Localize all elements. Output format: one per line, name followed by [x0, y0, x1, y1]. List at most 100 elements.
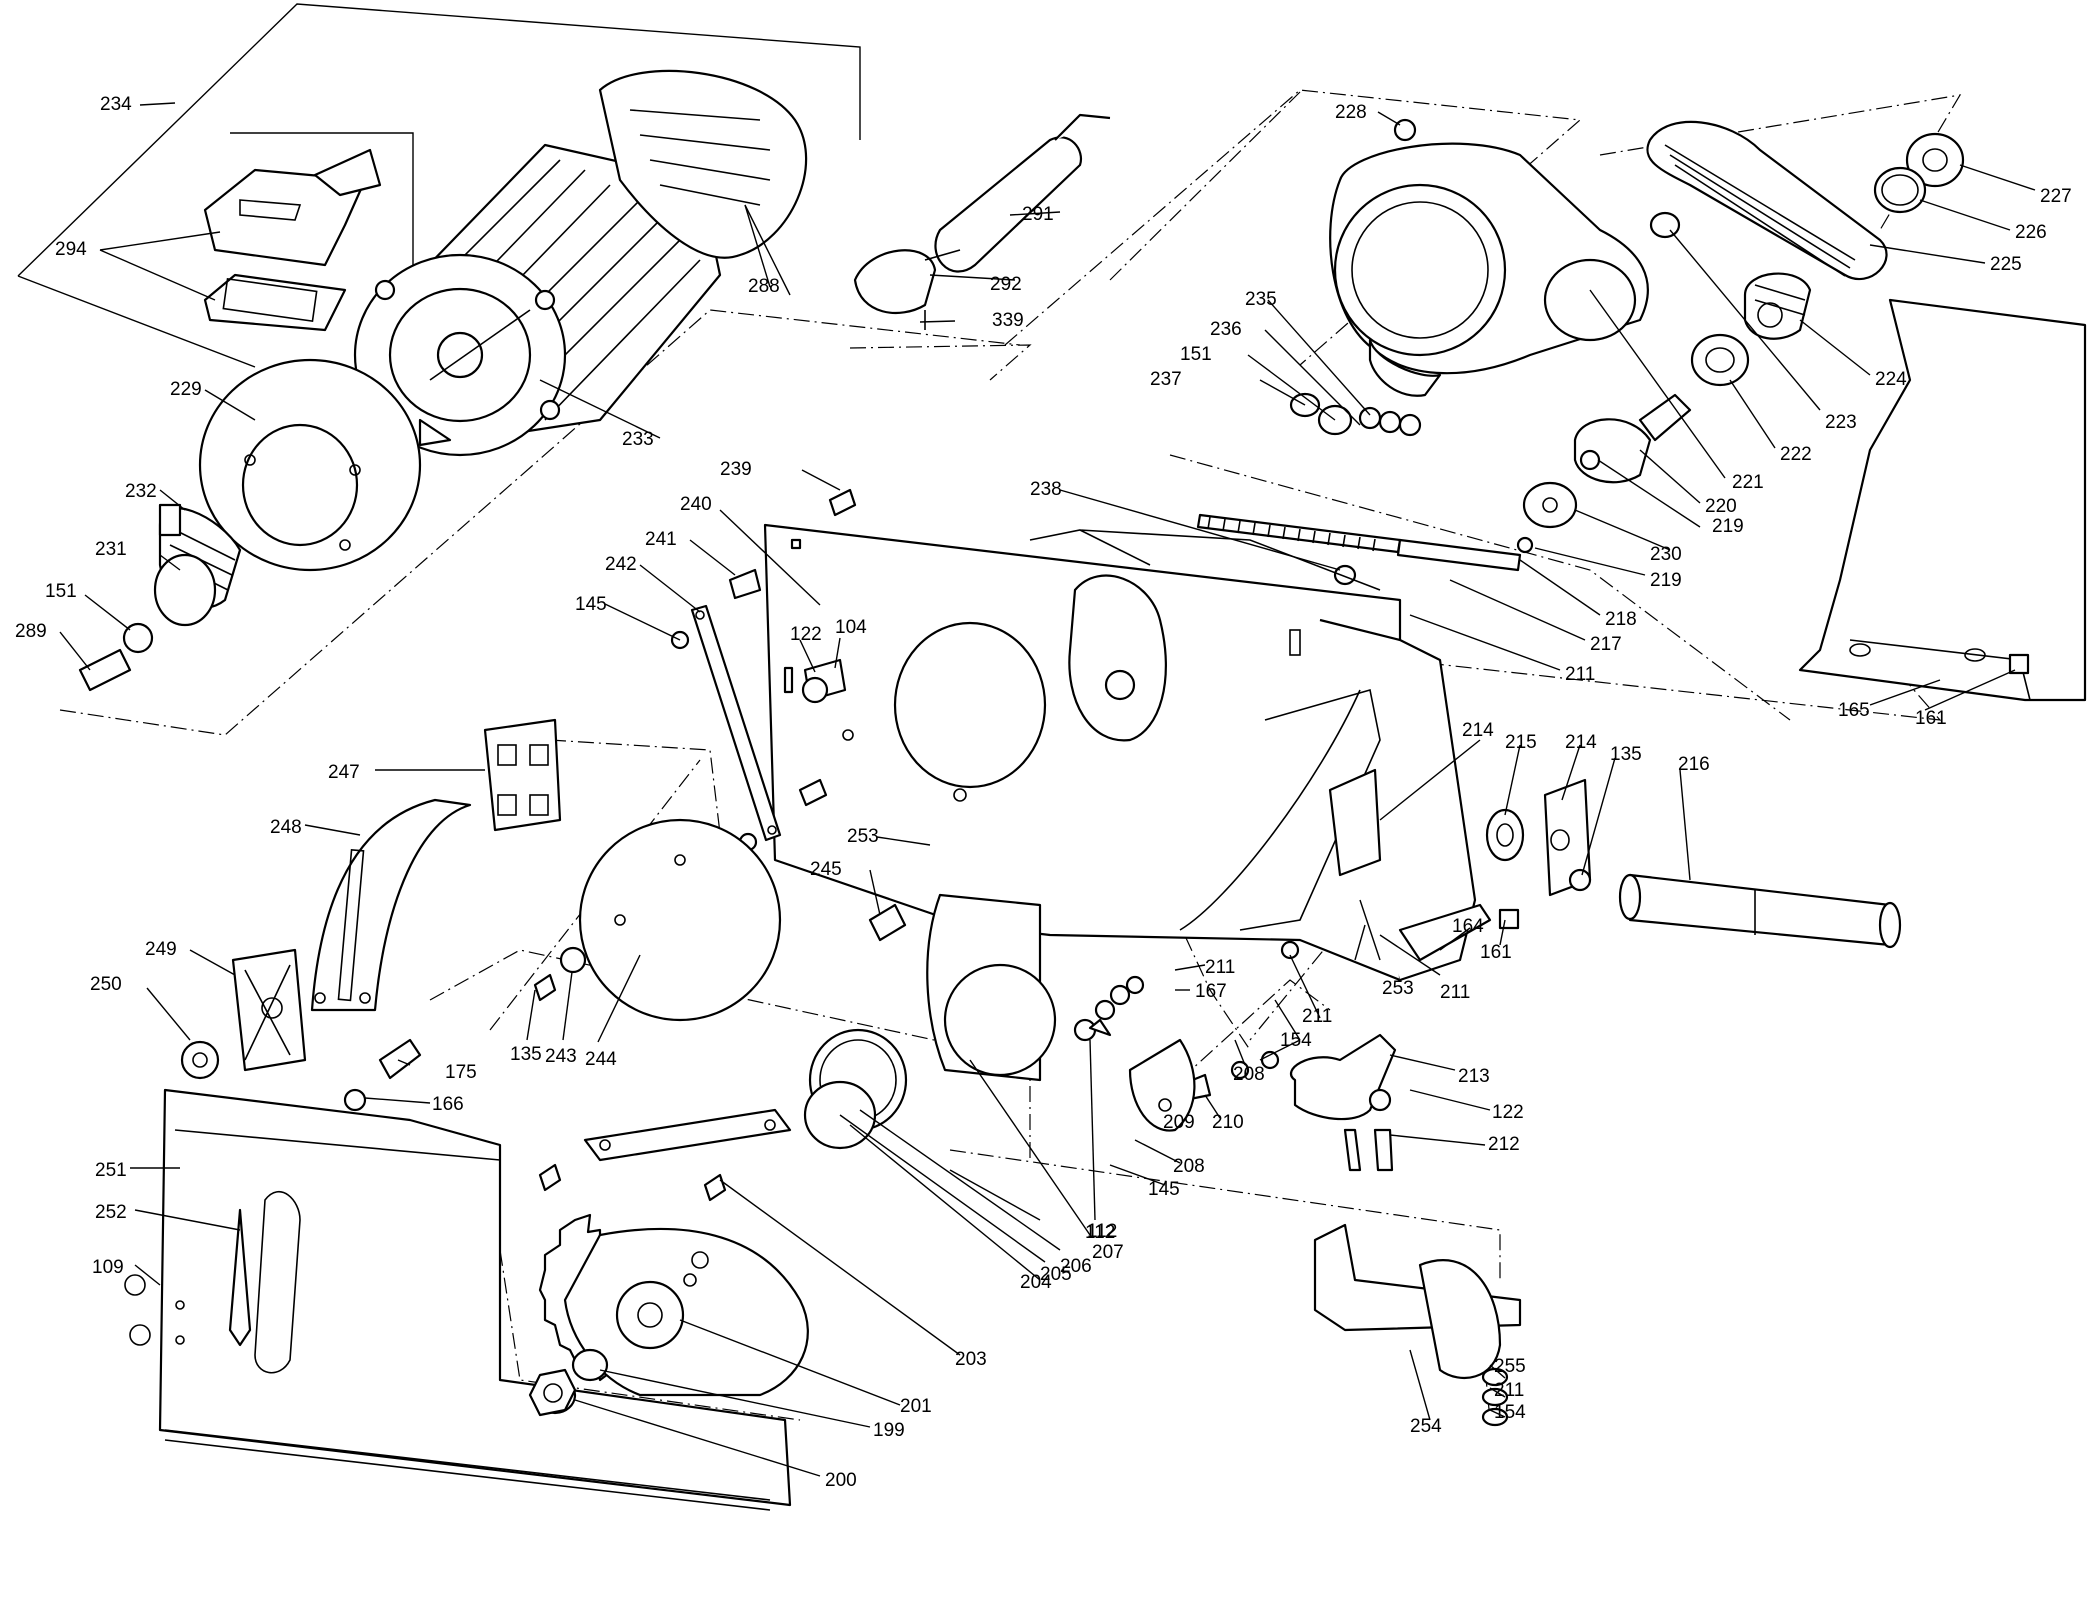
- part-label: 165: [1838, 700, 1870, 721]
- part-label: 247: [328, 762, 360, 783]
- part-label: 288: [748, 276, 780, 297]
- part-label: 244: [585, 1049, 617, 1070]
- base-frame: [124, 1088, 792, 1511]
- part-label: 122: [790, 624, 822, 645]
- part-label: 248: [270, 817, 302, 838]
- part-label: 209: [1163, 1112, 1195, 1133]
- bolts-and-nuts: [868, 903, 1300, 1102]
- part-label: 151: [45, 581, 77, 602]
- part-label: 236: [1210, 319, 1242, 340]
- small-fasteners: [343, 669, 1136, 1112]
- part-label: 231: [95, 539, 127, 560]
- part-label: 339: [992, 310, 1024, 331]
- part-label: 161: [1915, 708, 1947, 729]
- tilt-mechanism: [1328, 768, 1902, 949]
- part-label: 206: [1060, 1256, 1092, 1277]
- part-label: 217: [1590, 634, 1622, 655]
- part-label: 167: [1195, 981, 1227, 1002]
- part-label: 211: [1205, 957, 1235, 978]
- part-number-labels: 234 294 229 232 231 151 289 288 233 291 292 339 228 2…: [15, 94, 2072, 1491]
- part-label: 253: [847, 826, 879, 847]
- part-label: 291: [1022, 204, 1054, 225]
- part-label: 215: [1505, 732, 1537, 753]
- part-label: 289: [15, 621, 47, 642]
- part-label: 292: [990, 274, 1022, 295]
- part-label: 200: [825, 1470, 857, 1491]
- part-label: 112: [1085, 1222, 1115, 1243]
- part-label: 104: [835, 617, 867, 638]
- part-label: 238: [1030, 479, 1062, 500]
- flange-and-pulley: [78, 358, 422, 692]
- part-label: 166: [432, 1094, 464, 1115]
- part-label: 154: [1280, 1030, 1312, 1051]
- part-label: 224: [1875, 369, 1907, 390]
- part-label: 216: [1678, 754, 1710, 775]
- part-label: 245: [810, 859, 842, 880]
- part-label: 254: [1410, 1416, 1442, 1437]
- part-label: 208: [1233, 1064, 1265, 1085]
- part-label: 221: [1732, 472, 1764, 493]
- part-label: 208: [1173, 1156, 1205, 1177]
- part-label: 212: [1488, 1134, 1520, 1155]
- belt-housing: [1329, 118, 1649, 397]
- part-label: 122: [1492, 1102, 1524, 1123]
- part-label: 135: [1610, 744, 1642, 765]
- part-label: 241: [645, 529, 677, 550]
- leader-lines: [59, 102, 2036, 1477]
- terminal-box: [203, 148, 382, 332]
- part-label: 210: [1212, 1112, 1244, 1133]
- part-label: 243: [545, 1046, 577, 1067]
- part-label: 201: [900, 1396, 932, 1417]
- part-label: 203: [955, 1349, 987, 1370]
- pulley-parts: [1649, 132, 1965, 387]
- part-label: 161: [1480, 942, 1512, 963]
- part-label: 145: [1148, 1179, 1180, 1200]
- part-label: 251: [95, 1160, 127, 1181]
- part-label: 175: [445, 1062, 477, 1083]
- part-label: 213: [1458, 1066, 1490, 1087]
- part-label: 211: [1440, 982, 1470, 1003]
- drive-belt: [1646, 120, 1888, 281]
- part-label: 228: [1335, 102, 1367, 123]
- part-label: 226: [2015, 222, 2047, 243]
- part-label: 232: [125, 481, 157, 502]
- part-label: 211: [1565, 664, 1595, 685]
- riving-knife-parts: [180, 718, 562, 1080]
- part-label: 227: [2040, 186, 2072, 207]
- part-label: 222: [1780, 444, 1812, 465]
- part-label: 242: [605, 554, 637, 575]
- part-label: 230: [1650, 544, 1682, 565]
- part-label: 225: [1990, 254, 2022, 275]
- part-label: 219: [1650, 570, 1682, 591]
- part-label: 233: [622, 429, 654, 450]
- part-label: 207: [1092, 1242, 1124, 1263]
- part-label: 218: [1605, 609, 1637, 630]
- part-label: 252: [95, 1202, 127, 1223]
- part-label: 199: [873, 1420, 905, 1441]
- washer-stack: [1289, 392, 1422, 437]
- part-label: 135: [510, 1044, 542, 1065]
- part-label: 239: [720, 459, 752, 480]
- motor-assembly: [353, 69, 808, 457]
- part-label: 154: [1494, 1402, 1526, 1423]
- part-label: 294: [55, 239, 87, 260]
- part-label: 164: [1452, 916, 1484, 937]
- part-label: 112: [1087, 1221, 1117, 1242]
- tilt-segments: [1128, 1033, 1397, 1172]
- part-label: 151: [1180, 344, 1212, 365]
- part-label: 234: [100, 94, 132, 115]
- part-label: 214: [1462, 720, 1494, 741]
- arbor-nut: [528, 1368, 577, 1417]
- flange-disc: [578, 818, 782, 1022]
- shaft-assembly: [1516, 393, 1692, 554]
- part-label: 235: [1245, 289, 1277, 310]
- part-label: 249: [145, 939, 177, 960]
- part-label: 204: [1020, 1272, 1052, 1293]
- part-label: 237: [1150, 369, 1182, 390]
- part-label: 240: [680, 494, 712, 515]
- side-brackets: [1398, 298, 2087, 962]
- part-label: 214: [1565, 732, 1597, 753]
- threaded-rod: [1196, 513, 1522, 586]
- part-label: 229: [170, 379, 202, 400]
- capacitor-assembly: [853, 113, 1111, 330]
